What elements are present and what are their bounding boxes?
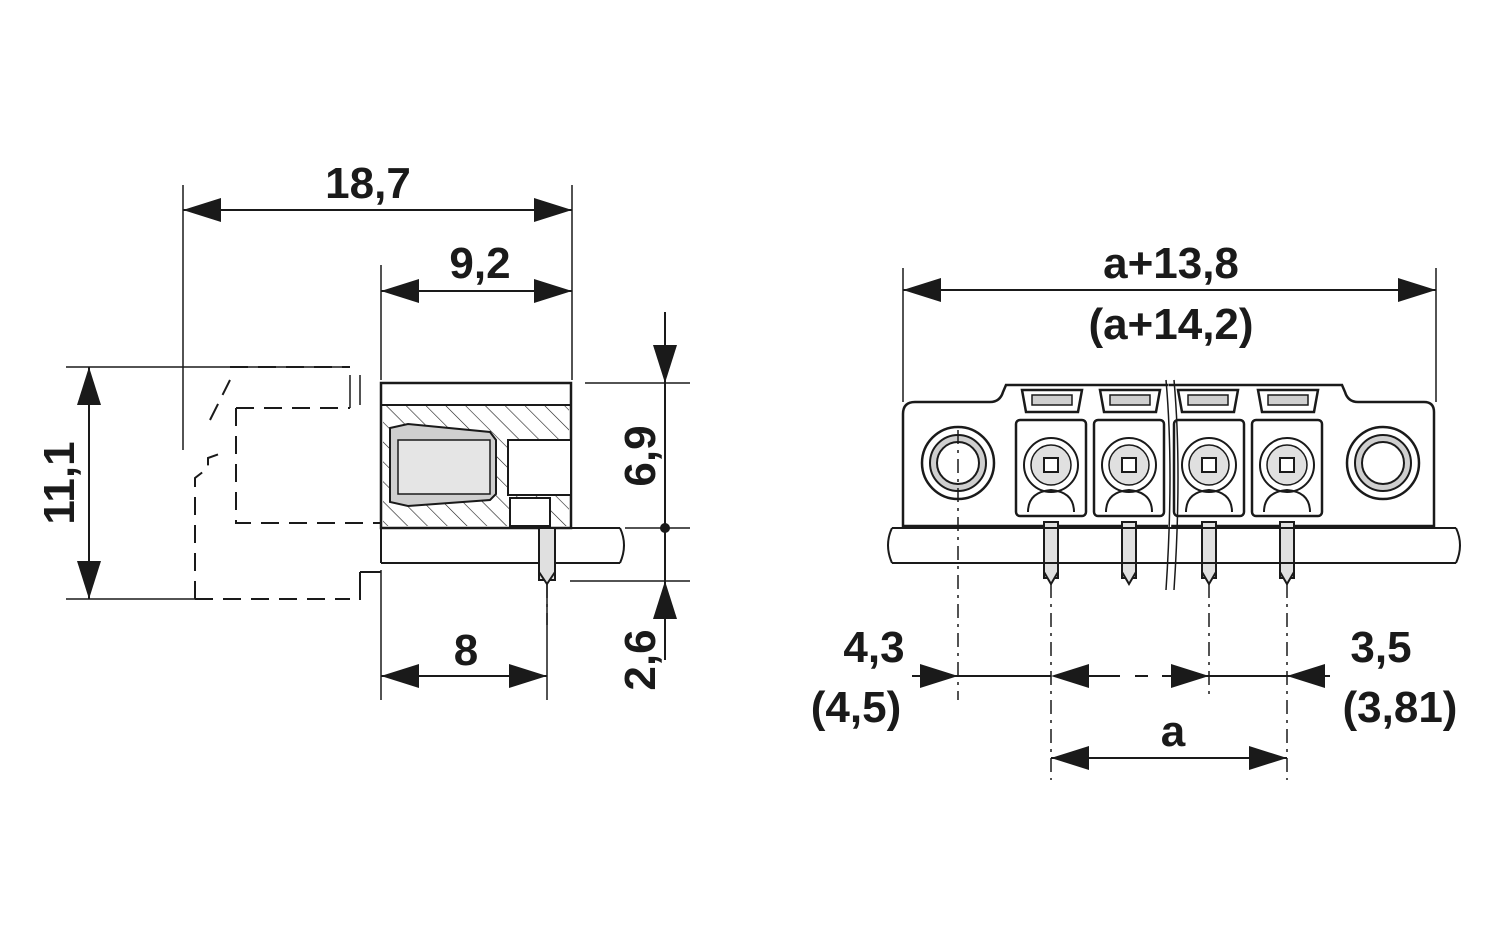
dim-overall-length-label: 18,7 bbox=[325, 159, 411, 208]
front-view: a+13,8 (a+14,2) bbox=[811, 239, 1461, 780]
housing-section bbox=[379, 381, 573, 530]
dim-pin-offset: 8 bbox=[381, 626, 547, 688]
dim-left-offset-label: 4,3 bbox=[843, 623, 904, 672]
dim-pitch: a bbox=[1051, 707, 1287, 770]
terminal-1 bbox=[1014, 388, 1088, 586]
dim-pin-offset-label: 8 bbox=[454, 626, 478, 675]
side-pin bbox=[538, 527, 556, 625]
dim-height-upper-label: 6,9 bbox=[616, 425, 665, 486]
dim-height-upper: 6,9 bbox=[585, 312, 690, 533]
dim-left-offset-alt-label: (4,5) bbox=[811, 683, 901, 732]
dim-height-pin: 2,6 bbox=[570, 528, 690, 691]
dim-housing-length-label: 9,2 bbox=[449, 239, 510, 288]
break-line bbox=[1165, 379, 1179, 591]
dim-width-alt-label: (a+14,2) bbox=[1088, 300, 1253, 349]
dim-left-offset: 4,3 (4,5) bbox=[811, 623, 1148, 732]
dim-right-offset: 3,5 (3,81) bbox=[1162, 623, 1457, 732]
dim-height-pin-label: 2,6 bbox=[616, 629, 665, 690]
dim-right-offset-label: 3,5 bbox=[1350, 623, 1411, 672]
terminal-2 bbox=[1092, 388, 1166, 586]
dim-width: a+13,8 (a+14,2) bbox=[903, 239, 1436, 349]
side-view: 18,7 9,2 8 11,1 bbox=[35, 159, 690, 700]
dim-height-total-label: 11,1 bbox=[35, 441, 84, 524]
dim-height-total: 11,1 bbox=[35, 366, 345, 600]
dim-overall-length: 18,7 bbox=[183, 159, 572, 222]
terminal-3 bbox=[1172, 388, 1246, 586]
dim-width-label: a+13,8 bbox=[1103, 239, 1239, 288]
dim-pitch-label: a bbox=[1161, 707, 1186, 756]
dim-housing-length: 9,2 bbox=[381, 239, 572, 303]
pin-centerlines bbox=[957, 430, 1288, 780]
dim-right-offset-alt-label: (3,81) bbox=[1343, 683, 1458, 732]
terminal-4 bbox=[1250, 388, 1324, 586]
mating-plug-outline bbox=[194, 366, 381, 600]
mounting-hole-right bbox=[1345, 425, 1421, 501]
pcb-side bbox=[359, 527, 625, 600]
pcb-front bbox=[887, 527, 1461, 564]
